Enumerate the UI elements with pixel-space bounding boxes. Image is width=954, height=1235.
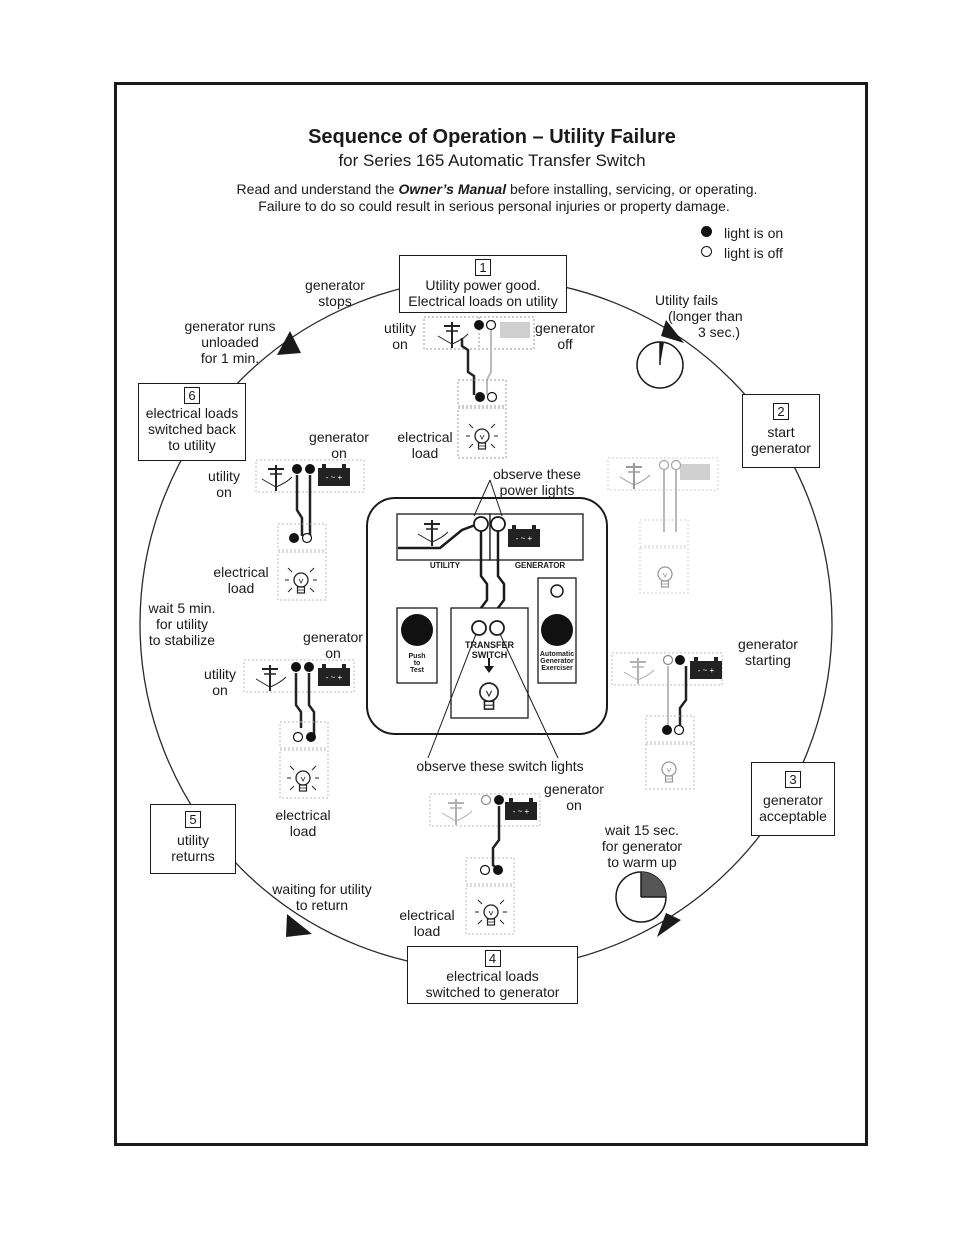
step-text: start bbox=[767, 424, 795, 440]
step-text: returns bbox=[171, 848, 215, 864]
manual-title: Owner’s Manual bbox=[398, 181, 507, 197]
step-text: generator bbox=[763, 792, 823, 808]
page-title: Sequence of Operation – Utility Failure bbox=[308, 126, 676, 148]
page-border bbox=[114, 82, 868, 1146]
station-4-schematic bbox=[429, 793, 541, 935]
step-text: Utility power good. bbox=[425, 277, 541, 293]
callout-lines bbox=[427, 479, 559, 759]
step-1-box: 1 Utility power good. Electrical loads o… bbox=[399, 255, 567, 313]
page-subtitle: for Series 165 Automatic Transfer Switch bbox=[338, 151, 646, 170]
station-2-schematic bbox=[607, 457, 719, 594]
panel-generator-label: GENERATOR bbox=[514, 561, 566, 570]
step-5-box: 5 utility returns bbox=[150, 804, 236, 874]
step-4-box: 4 electrical loads switched to generator bbox=[407, 946, 578, 1004]
filled-circle-icon bbox=[700, 226, 712, 237]
control-panel bbox=[366, 497, 608, 735]
warning-text: Read and understand the bbox=[236, 181, 399, 197]
step-text: switched back bbox=[148, 421, 236, 437]
step-text: to utility bbox=[168, 437, 216, 453]
observe-switch-lights-label: observe these switch lights bbox=[416, 758, 584, 774]
step-6-box: 6 electrical loads switched back to util… bbox=[138, 383, 246, 461]
step-number: 4 bbox=[484, 950, 501, 967]
push-to-test-button[interactable] bbox=[401, 614, 433, 646]
step-number: 6 bbox=[184, 387, 200, 404]
station-3-schematic bbox=[611, 652, 723, 790]
open-circle-icon bbox=[700, 246, 712, 257]
step-number: 5 bbox=[185, 811, 201, 828]
timer-icon bbox=[615, 871, 667, 923]
clock-icon bbox=[636, 341, 684, 389]
step-text: utility bbox=[177, 832, 209, 848]
step-number: 1 bbox=[475, 259, 491, 276]
step-text: acceptable bbox=[759, 808, 827, 824]
station-5-schematic bbox=[243, 659, 355, 799]
station-6-schematic bbox=[255, 459, 365, 601]
warning-line-1: Read and understand the Owner’s Manual b… bbox=[0, 181, 954, 198]
step-text: Electrical loads on utility bbox=[408, 293, 558, 309]
step-2-box: 2 start generator bbox=[742, 394, 820, 468]
warning-text: before installing, servicing, or operati… bbox=[506, 181, 758, 197]
step-text: switched to generator bbox=[425, 984, 560, 1000]
step-text: electrical loads bbox=[446, 968, 539, 984]
station-1-schematic bbox=[423, 316, 535, 459]
warning-line-2: Failure to do so could result in serious… bbox=[258, 198, 730, 214]
legend-off-label: light is off bbox=[724, 245, 783, 261]
step-number: 3 bbox=[785, 771, 801, 788]
step-3-box: 3 generator acceptable bbox=[751, 762, 835, 836]
panel-utility-label: UTILITY bbox=[429, 561, 461, 570]
step-number: 2 bbox=[773, 403, 789, 420]
legend-on-label: light is on bbox=[724, 225, 784, 241]
step-text: electrical loads bbox=[145, 405, 239, 421]
cycle-arrow-icon bbox=[277, 320, 684, 937]
step-text: generator bbox=[751, 440, 811, 456]
